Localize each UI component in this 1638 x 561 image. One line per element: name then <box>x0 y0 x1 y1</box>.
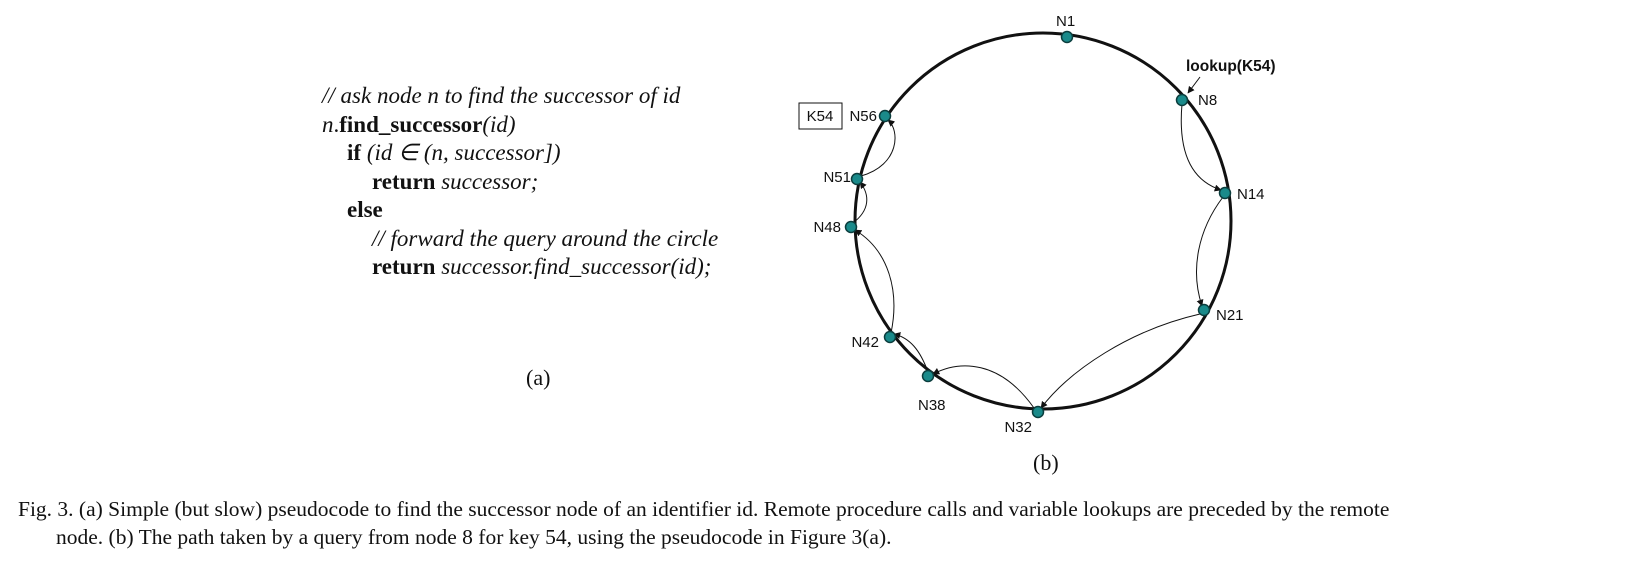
if-condition: (id ∈ (n, successor]) <box>366 140 561 165</box>
node-label-n51: N51 <box>823 169 851 186</box>
node-label-n8: N8 <box>1198 92 1217 109</box>
if-keyword: if <box>347 140 362 165</box>
ring-nodes <box>844 30 1232 419</box>
else-keyword: else <box>347 197 383 222</box>
return-line-2: return successor.find_successor(id); <box>322 253 718 282</box>
node-n48 <box>844 220 858 234</box>
lookup-path-arrows <box>852 103 1224 409</box>
node-label-n56: N56 <box>849 108 877 125</box>
ring-circle <box>853 31 1233 411</box>
node-label-n21: N21 <box>1216 307 1244 324</box>
node-label-n1: N1 <box>1056 13 1075 30</box>
figure-caption: Fig. 3. (a) Simple (but slow) pseudocode… <box>18 495 1623 551</box>
lookup-arrow <box>1187 76 1201 94</box>
node-label-n32: N32 <box>1004 419 1032 436</box>
return-keyword-2: return <box>372 254 436 279</box>
node-n14 <box>1218 186 1232 200</box>
node-n51 <box>850 172 864 186</box>
node-n32 <box>1031 405 1045 419</box>
signature-name: find_successor <box>339 111 483 137</box>
key-box-label: K54 <box>807 108 834 125</box>
signature-object: n <box>322 111 334 137</box>
path-arrow-n51-n56 <box>860 119 896 177</box>
node-label-n14: N14 <box>1237 186 1265 203</box>
function-signature: n.find_successor(id) <box>322 111 718 140</box>
return-line-1: return successor; <box>322 168 718 197</box>
return-value-1: successor; <box>441 168 539 194</box>
path-arrow-n32-n38 <box>932 365 1035 409</box>
node-label-n38: N38 <box>918 397 946 414</box>
node-n38 <box>921 369 935 383</box>
node-label-n48: N48 <box>813 219 841 236</box>
node-n21 <box>1197 303 1211 317</box>
path-arrow-n42-n48 <box>854 229 895 334</box>
pseudocode-block: // ask node n to find the successor of i… <box>322 82 718 282</box>
path-arrow-n21-n32 <box>1040 313 1201 409</box>
path-arrow-n38-n42 <box>893 332 929 373</box>
path-arrow-n48-n51 <box>852 181 868 224</box>
caption-line-1: Fig. 3. (a) Simple (but slow) pseudocode… <box>18 497 1390 521</box>
node-n8 <box>1175 93 1189 107</box>
path-arrow-n14-n21 <box>1196 196 1224 307</box>
comment-line-1: // ask node n to find the successor of i… <box>322 83 681 108</box>
comment-line-2: // forward the query around the circle <box>372 225 719 251</box>
path-arrow-n8-n14 <box>1180 103 1222 192</box>
key-box <box>798 102 843 130</box>
lookup-label: lookup(K54) <box>1186 58 1276 75</box>
caption-line-2: node. (b) The path taken by a query from… <box>56 525 892 549</box>
node-n42 <box>883 330 897 344</box>
signature-dot: . <box>333 111 340 137</box>
node-n56 <box>878 109 892 123</box>
return-keyword-1: return <box>372 168 436 194</box>
node-n1 <box>1060 30 1074 44</box>
if-line: if (id ∈ (n, successor]) <box>322 139 718 168</box>
subfigure-label-a: (a) <box>526 365 551 390</box>
signature-args: (id) <box>482 111 516 137</box>
return-value-2: successor.find_successor(id); <box>441 254 712 279</box>
subfigure-label-b: (b) <box>1033 450 1059 475</box>
node-label-n42: N42 <box>851 334 879 351</box>
